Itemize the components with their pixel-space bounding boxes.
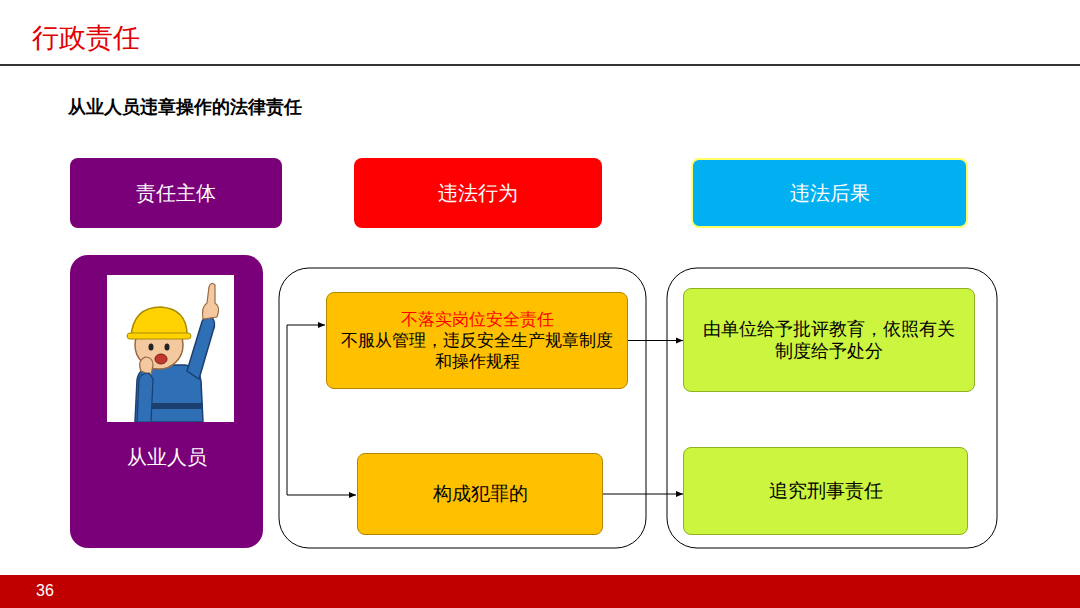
node-text: 违法行为 bbox=[438, 181, 518, 206]
node-text: 追究刑事责任 bbox=[769, 479, 883, 503]
group-frame bbox=[667, 268, 997, 548]
footer-bar bbox=[0, 575, 1080, 608]
node-text: 责任主体 bbox=[136, 181, 216, 206]
node-text: 不落实岗位安全责任 bbox=[401, 309, 554, 330]
node-text: 由单位给予批评教育，依照有关制度给予处分 bbox=[696, 318, 962, 363]
behavior-box: 构成犯罪的 bbox=[357, 453, 603, 535]
bracket-line bbox=[287, 325, 288, 495]
header-box: 违法后果 bbox=[691, 158, 968, 228]
group-frame bbox=[279, 268, 646, 548]
node-text: 构成犯罪的 bbox=[433, 482, 528, 506]
node-text: 不服从管理，违反安全生产规章制度和操作规程 bbox=[339, 330, 615, 373]
node-text: 违法后果 bbox=[790, 181, 870, 206]
behavior-box: 不落实岗位安全责任不服从管理，违反安全生产规章制度和操作规程 bbox=[326, 292, 628, 389]
connector-arrow bbox=[603, 494, 683, 495]
consequence-box: 追究刑事责任 bbox=[683, 447, 968, 535]
slide-title: 行政责任 bbox=[32, 20, 140, 56]
bracket-arrow bbox=[287, 495, 356, 496]
header-box: 违法行为 bbox=[354, 158, 602, 228]
header-box: 责任主体 bbox=[70, 158, 282, 228]
connector-arrow bbox=[628, 340, 683, 341]
node-text: 从业人员 bbox=[127, 445, 207, 470]
consequence-box: 由单位给予批评教育，依照有关制度给予处分 bbox=[683, 288, 975, 392]
subtitle: 从业人员违章操作的法律责任 bbox=[68, 94, 302, 120]
title-rule bbox=[0, 64, 1080, 66]
worker-illustration bbox=[107, 275, 234, 422]
subject-box: 从业人员 bbox=[70, 255, 263, 548]
bracket-arrow bbox=[287, 325, 325, 326]
page-number: 36 bbox=[36, 580, 54, 602]
